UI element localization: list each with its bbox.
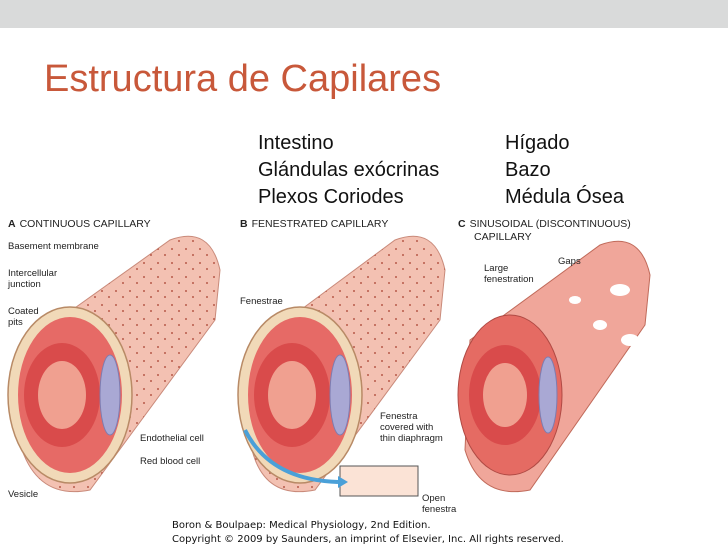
annotation-intercellular-junction: Intercellular junction	[8, 268, 58, 290]
slide-title: Estructura de Capilares	[44, 58, 442, 100]
annotation-large-fenestration: Large fenestration	[484, 263, 534, 285]
annotation-vesicle: Vesicle	[8, 489, 39, 500]
annotation-gaps: Gaps	[558, 256, 581, 267]
sinusoidal-capillary-drawing	[457, 240, 651, 493]
organ-list-left: Intestino Glándulas exócrinas Plexos Cor…	[258, 130, 439, 211]
annotation-fenestra-diaphragm: Fenestra covered with thin diaphragm	[380, 411, 443, 444]
annotation-coated-pits: Coated pits	[8, 306, 39, 328]
organ-item: Intestino	[258, 132, 334, 154]
figure-credit-line-1: Boron & Boulpaep: Medical Physiology, 2n…	[172, 520, 431, 531]
organ-item: Médula Ósea	[505, 186, 624, 208]
annotation-red-blood-cell: Red blood cell	[140, 456, 201, 467]
fenestrated-capillary-drawing	[237, 235, 446, 497]
annotation-basement-membrane: Basement membrane	[8, 241, 99, 252]
organ-list-right: Hígado Bazo Médula Ósea	[505, 130, 624, 211]
organ-item: Glándulas exócrinas	[258, 159, 440, 181]
organ-item: Plexos Coriodes	[258, 186, 404, 208]
organ-item: Hígado	[505, 132, 570, 154]
annotation-endothelial-cell: Endothelial cell	[140, 433, 204, 444]
figure-credit-line-2: Copyright © 2009 by Saunders, an imprint…	[172, 534, 564, 545]
slide-top-bar	[0, 0, 728, 28]
annotation-fenestrae: Fenestrae	[240, 296, 283, 307]
capillary-illustration	[7, 235, 651, 497]
organ-item: Bazo	[505, 159, 551, 181]
annotation-open-fenestra: Open fenestra	[422, 493, 457, 515]
continuous-capillary-drawing	[7, 235, 221, 493]
